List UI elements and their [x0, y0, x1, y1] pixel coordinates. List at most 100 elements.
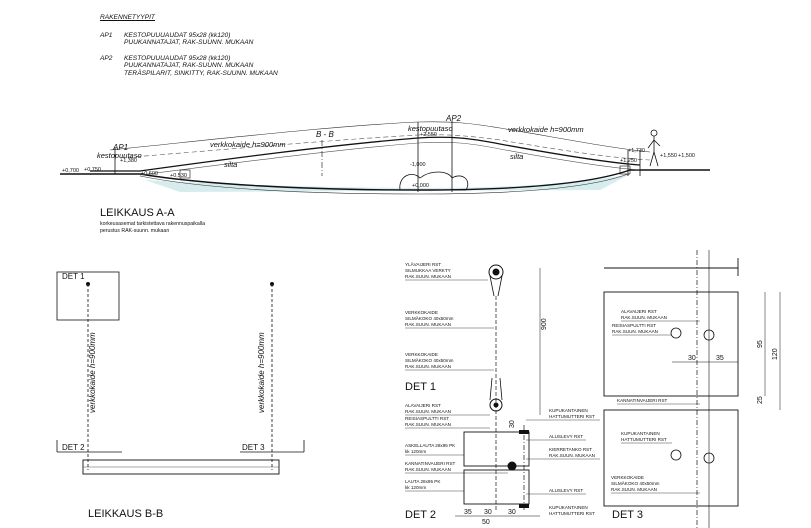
- section-aa-note: korkeusasemat tarkistettava rakennuspaik…: [100, 221, 205, 227]
- cut-bb-label: B - B: [316, 130, 334, 139]
- foundation-rock: [399, 171, 469, 191]
- det3-dim: 95: [757, 340, 764, 348]
- detail-1-2: 900 35 30 30 50 30 YLÄVAIJERI RST SILMUK…: [405, 261, 600, 526]
- det2-note: RAK.SUUN. MUKAAN: [549, 453, 595, 458]
- det3-dim: 30: [688, 355, 696, 362]
- legend-code: AP1: [100, 31, 113, 39]
- structure-legend: RAKENNETYYPIT AP1 KESTOPUUUAUDAT 95x28 (…: [100, 14, 278, 86]
- det2-note: ASKELLAUTA 28x95 PK: [405, 443, 456, 448]
- det3-note: RAK.SUUN. MUKAAN: [621, 315, 667, 320]
- det3-note: KANNATINVAIJERI RST: [617, 398, 668, 403]
- det2-note: ALAVAIJERI RST: [405, 403, 441, 408]
- person-figure: [647, 129, 661, 167]
- ap2-label: AP2: [445, 114, 462, 123]
- det2-note: HATTUMUTTERI RST: [549, 414, 595, 419]
- det3-board-top: [603, 291, 739, 397]
- cable-section: [507, 461, 517, 471]
- det1-note: VERKKOKAIDE: [405, 310, 438, 315]
- legend-line: PUUKANNATAJAT, RAK-SUUNN. MUKAAN: [124, 39, 254, 47]
- det3-note: ALAVAIJERI RST: [621, 309, 657, 314]
- det1-note: SILMÄKOKO 40x50mm: [405, 315, 454, 321]
- level-mark: +1,500: [678, 153, 695, 159]
- det3-callout-label: DET 3: [242, 443, 265, 452]
- det2-note: RAK.SUUN. MUKAAN: [405, 409, 451, 414]
- level-mark: +2,550: [420, 132, 437, 138]
- det3-note: RAK.SUUN. MUKAAN: [611, 487, 657, 492]
- section-aa-title: LEIKKAUS A-A: [100, 207, 175, 219]
- detail-3: 95 120 25 30 35 ALAVAIJERI RST RAK.SUUN.…: [603, 250, 781, 528]
- silta-label-left: silta: [224, 160, 237, 169]
- det1-note: RAK.SUUN. MUKAAN: [405, 364, 451, 369]
- det2-board-bottom: [463, 469, 530, 505]
- level-mark: +0,530: [170, 173, 187, 179]
- rail-label-right: verkkokaide h=900mm: [508, 125, 584, 134]
- level-mark: +0,000: [412, 183, 429, 189]
- det3-note: HATTUMUTTERI RST: [621, 437, 667, 442]
- level-mark: -1,000: [410, 162, 426, 168]
- bb-rail-label-right: verkkokaide h=900mm: [257, 332, 266, 413]
- det3-note: RAK.SUUN. MUKAAN: [612, 329, 658, 334]
- det2-board-top: [463, 431, 530, 467]
- det3-dim: 120: [772, 348, 779, 360]
- level-mark: +1,250: [620, 158, 637, 164]
- level-mark: +0,700: [62, 168, 79, 174]
- det3-board-bottom: [603, 409, 739, 507]
- bridge-deck: [90, 136, 641, 172]
- det3-note: SILMÄKOKO 40x50mm: [611, 480, 660, 486]
- det2-title: DET 2: [405, 509, 436, 521]
- det1-note: SILMÄKOKO 40x50mm: [405, 357, 454, 363]
- det3-dim: 35: [716, 355, 724, 362]
- legend-line: KESTOPUUUAUDAT 95x28 (kk120): [124, 31, 231, 39]
- det2-note: REISIASPULTTI RST: [405, 416, 449, 421]
- det2-note: KANNATINVAIJERI RST: [405, 461, 456, 466]
- det2-note: kk 120mm: [405, 449, 426, 454]
- level-mark: +0,600: [141, 171, 158, 177]
- ap2-sublabel: kestopuutaso: [408, 124, 453, 133]
- ap1-label: AP1: [112, 143, 128, 152]
- level-mark: +0,750: [84, 167, 101, 173]
- bb-rail-label-left: verkkokaide h=900mm: [88, 332, 97, 413]
- level-mark: +1,550: [660, 153, 677, 159]
- det2-note: RAK.SUUN. MUKAAN: [405, 422, 451, 427]
- det1-dim: 900: [541, 318, 548, 330]
- ap1-sublabel: kestopuutaso: [97, 151, 142, 160]
- det1-note: RAK.SUUN. MUKAAN: [405, 274, 451, 279]
- det3-note: VERKKOKAIDE: [611, 475, 644, 480]
- section-bb-title: LEIKKAUS B-B: [88, 508, 163, 520]
- legend-title: RAKENNETYYPIT: [100, 14, 155, 21]
- rail-label-left: verkkokaide h=900mm: [210, 140, 286, 149]
- section-bb: DET 1 verkkokaide h=900mm verkkokaide h=…: [56, 271, 305, 520]
- det2-note: LAUTA 28x95 PK: [405, 479, 441, 484]
- det2-dim: 30: [484, 509, 492, 516]
- det2-dim: 35: [464, 509, 472, 516]
- det2-note: HATTUMUTTERI RST: [549, 511, 595, 516]
- det1-note: RAK.SUUN. MUKAAN: [405, 322, 451, 327]
- det2-callout-label: DET 2: [62, 443, 85, 452]
- legend-item-ap2: AP2 KESTOPUUUAUDAT 95x28 (kk120) PUUKANN…: [100, 55, 278, 78]
- legend-code: AP2: [100, 54, 113, 62]
- det2-note: kk 120mm: [405, 485, 426, 490]
- railing-line: [109, 121, 651, 153]
- det1-callout-label: DET 1: [62, 272, 85, 281]
- det1-note: VERKKOKAIDE: [405, 352, 438, 357]
- level-mark: +1,730: [628, 148, 645, 154]
- level-mark: +1,380: [120, 158, 137, 164]
- section-aa: AP1 kestopuutaso AP2 kestopuutaso verkko…: [60, 114, 710, 234]
- legend-line: PUUKANNATAJAT, RAK-SUUNN. MUKAAN: [124, 62, 254, 70]
- det2-note: KIERRETANKO RST: [549, 447, 592, 452]
- det3-title: DET 3: [612, 509, 643, 521]
- det2-note: KUPUKANTAINEN: [549, 408, 588, 413]
- det2-dim: 50: [482, 519, 490, 526]
- det2-note: RAK.SUUN. MUKAAN: [405, 467, 451, 472]
- det1-title: DET 1: [405, 381, 436, 393]
- det1-note: YLÄVAIJERI RST: [405, 261, 441, 267]
- det2-dim: 30: [508, 509, 516, 516]
- det2-note: ALUSLEVY RST: [549, 488, 583, 493]
- silta-label-right: silta: [510, 152, 523, 161]
- legend-line: KESTOPUUUAUDAT 95x28 (kk120): [124, 54, 231, 62]
- section-aa-note: perustus RAK-suunn. mukaan: [100, 228, 169, 234]
- det3-note: REISIASPULTTI RST: [612, 323, 656, 328]
- det1-note: SILMUKKAA VERKTY: [405, 268, 451, 273]
- det2-dim: 30: [509, 420, 516, 428]
- det3-note: KUPUKANTAINEN: [621, 431, 660, 436]
